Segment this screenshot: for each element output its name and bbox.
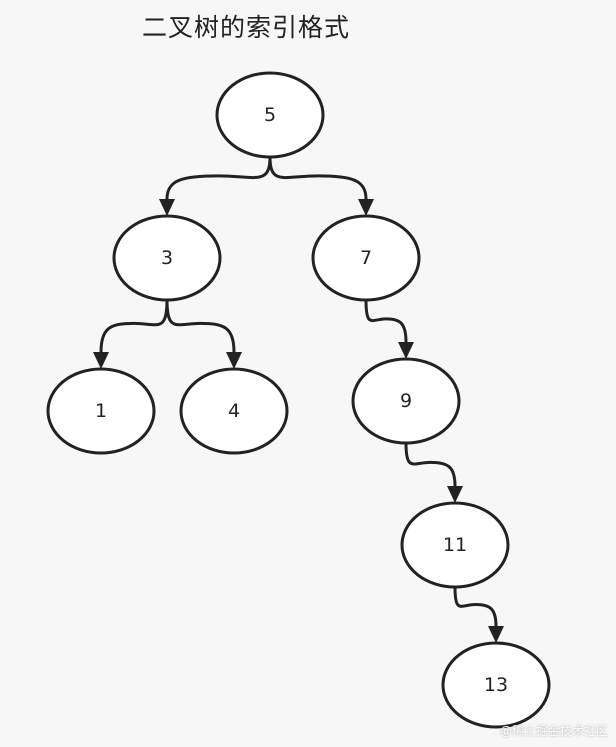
node-ellipse [351, 357, 461, 445]
nodes-layer: 5 3 7 1 4 9 11 13 [46, 71, 551, 729]
node-label: 9 [400, 390, 412, 412]
edge-n3-n4 [165, 299, 236, 353]
tree-node-5: 5 [215, 71, 325, 159]
tree-node-9: 9 [351, 357, 461, 445]
node-ellipse [179, 367, 289, 455]
node-ellipse [112, 214, 222, 302]
watermark: @稀土掘金技术社区 [499, 724, 608, 738]
arrow-head-n3 [159, 199, 175, 216]
node-ellipse [46, 367, 156, 455]
node-label: 5 [264, 104, 276, 126]
tree-node-1: 1 [46, 367, 156, 455]
node-ellipse [400, 501, 510, 589]
node-label: 7 [360, 247, 372, 269]
edge-n3-n1 [99, 299, 169, 353]
arrow-head-n7 [358, 199, 374, 216]
tree-node-7: 7 [311, 214, 421, 302]
arrow-head-n1 [93, 352, 109, 369]
edge-n7-n9 [364, 299, 408, 343]
tree-node-13: 13 [441, 641, 551, 729]
node-ellipse [311, 214, 421, 302]
edges-layer [93, 156, 504, 643]
edge-n5-n7 [268, 156, 368, 200]
arrow-head-n4 [226, 352, 242, 369]
node-label: 1 [95, 400, 107, 422]
diagram-title: 二叉树的索引格式 [142, 13, 351, 42]
node-label: 4 [228, 400, 240, 422]
tree-node-4: 4 [179, 367, 289, 455]
arrow-head-n9 [398, 342, 414, 359]
arrow-head-n11 [447, 486, 463, 503]
node-label: 13 [484, 674, 508, 696]
edge-n11-n13 [453, 586, 498, 627]
arrow-head-n13 [488, 626, 504, 643]
edge-n5-n3 [165, 156, 272, 200]
node-label: 11 [443, 534, 467, 556]
node-ellipse [441, 641, 551, 729]
node-label: 3 [161, 247, 173, 269]
edge-n9-n11 [404, 442, 457, 487]
tree-node-11: 11 [400, 501, 510, 589]
tree-node-3: 3 [112, 214, 222, 302]
node-ellipse [215, 71, 325, 159]
